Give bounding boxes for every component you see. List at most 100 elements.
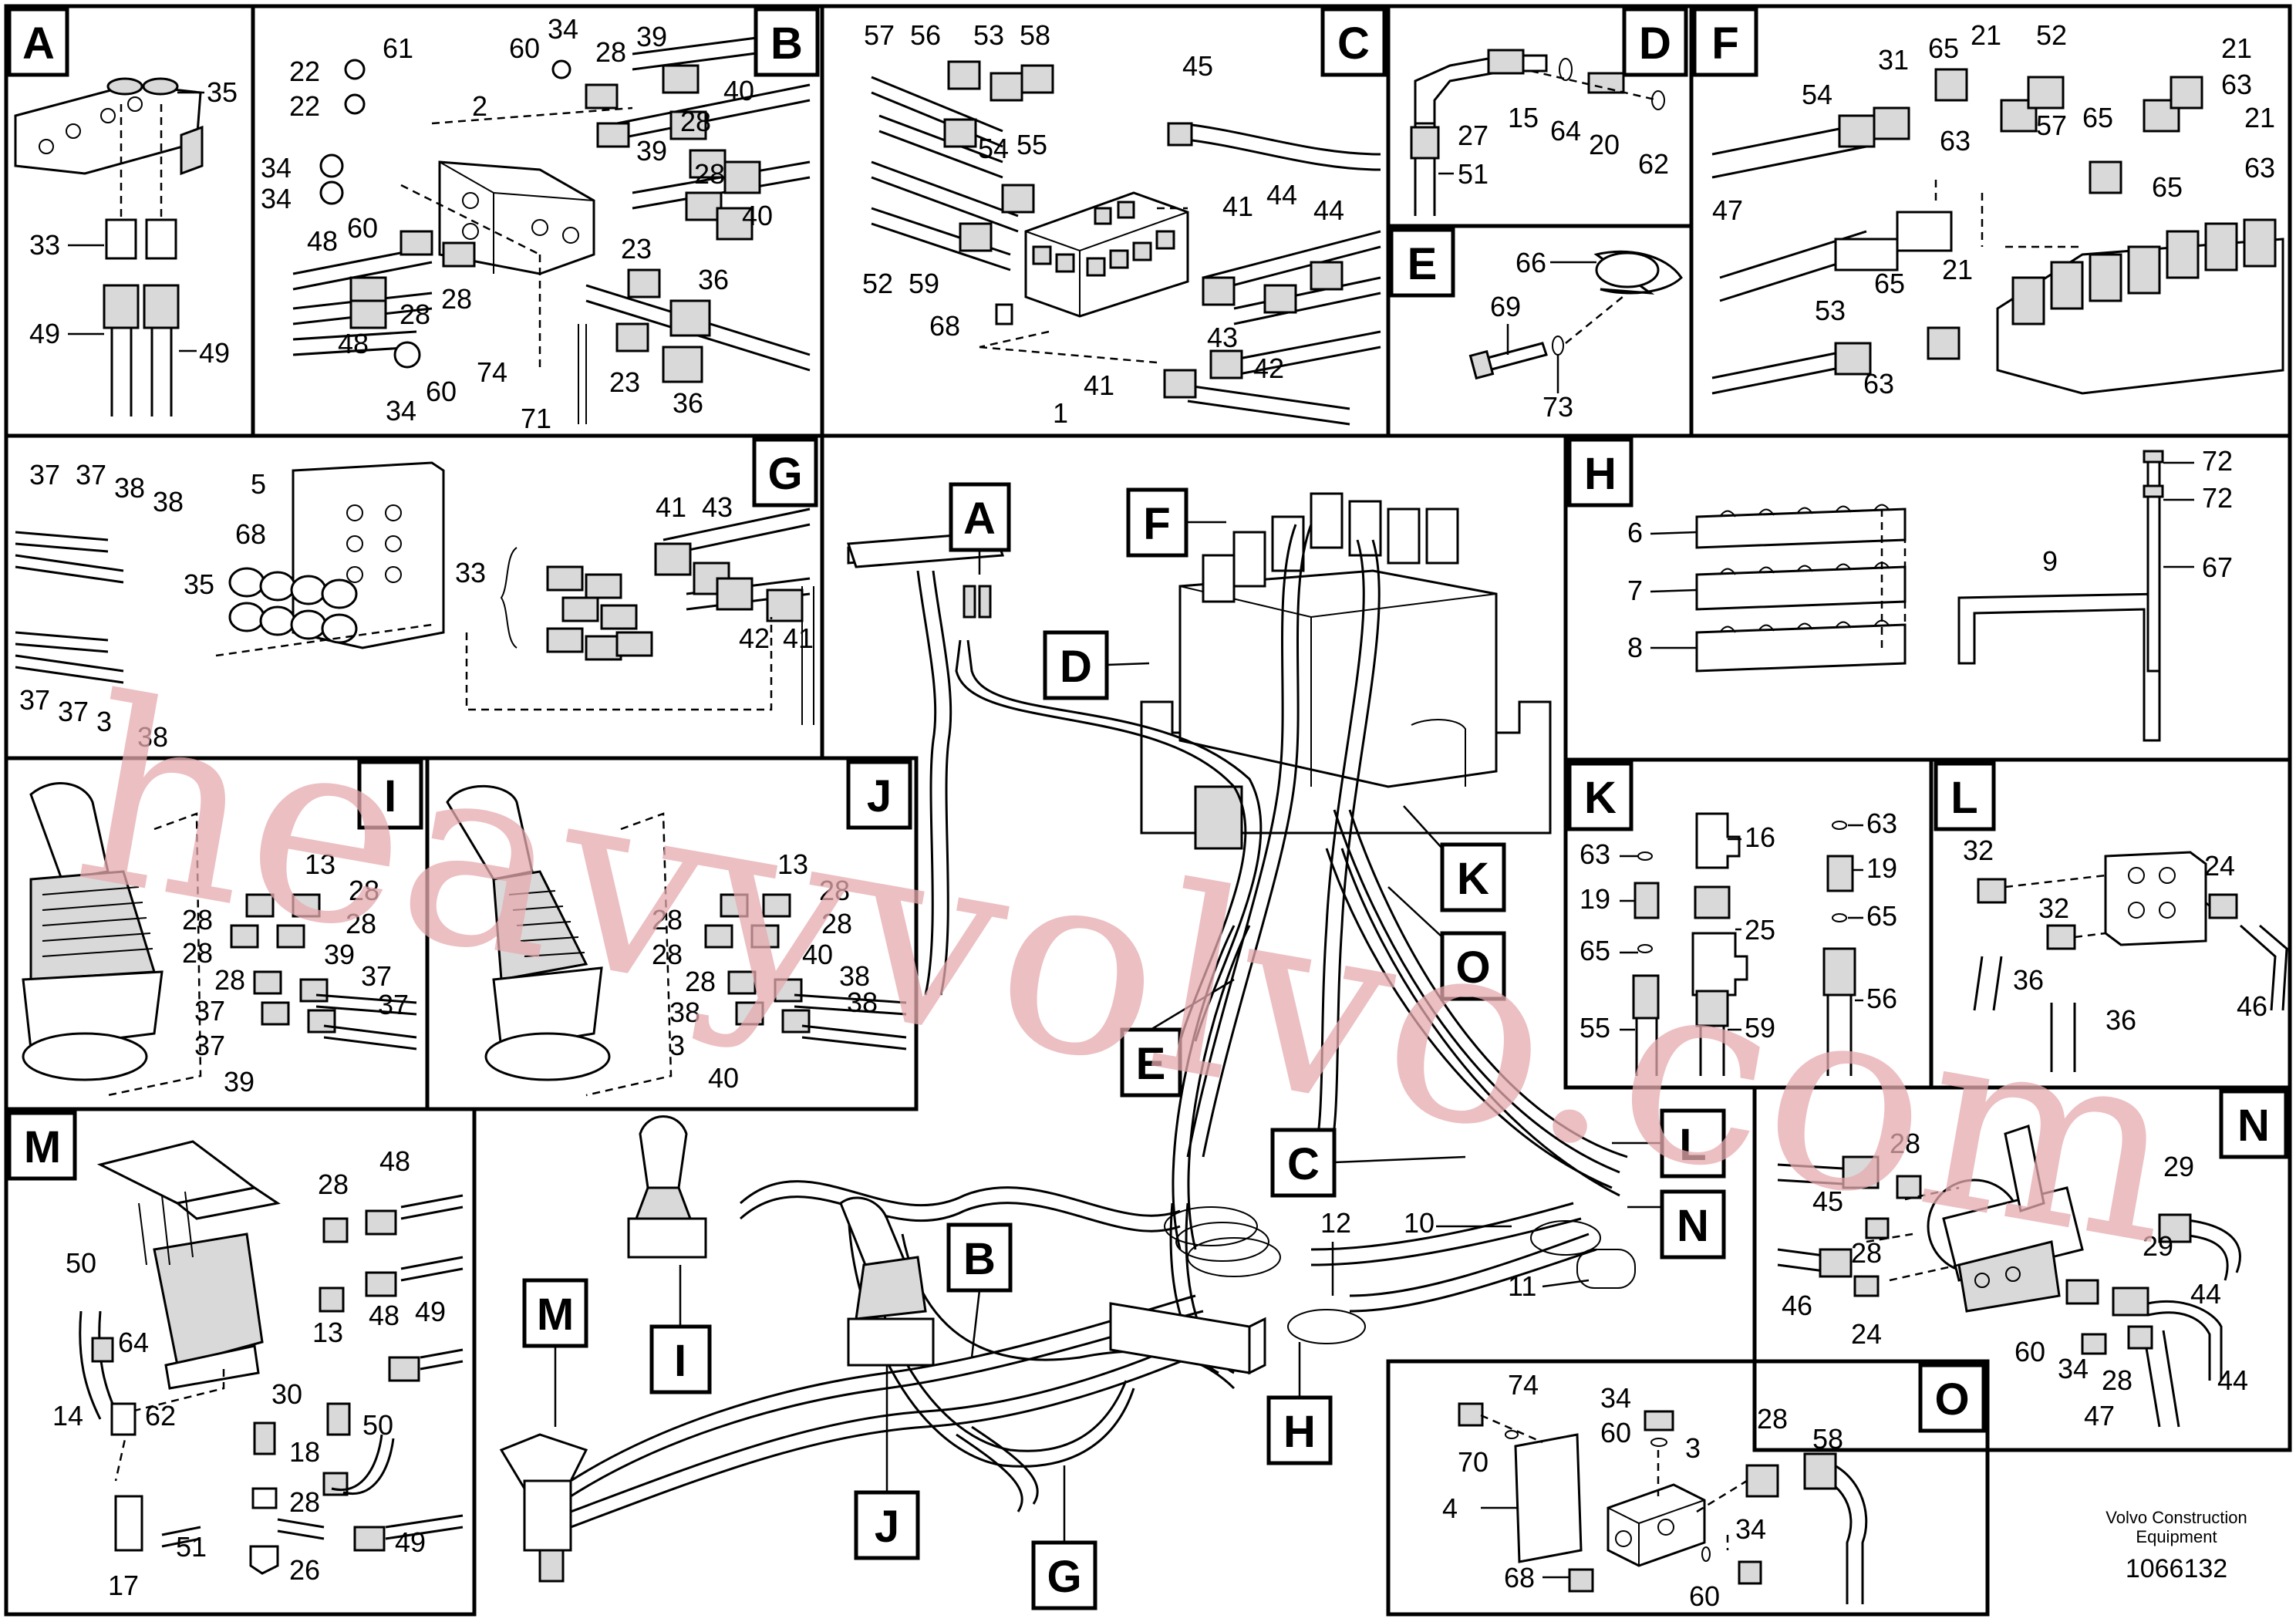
part-number: 21	[2221, 32, 2252, 64]
part-number: 38	[839, 960, 870, 992]
part-number: 32	[1963, 835, 1994, 866]
part-number: 28	[694, 158, 725, 190]
part-number: 56	[910, 19, 941, 51]
part-number: 49	[199, 337, 230, 369]
panel-k-letter-box	[1567, 761, 1633, 831]
panel-o-frame	[1386, 1359, 1990, 1617]
pedal-assembly	[499, 1433, 588, 1583]
part-number: 21	[1942, 254, 1973, 285]
callout-n	[1660, 1189, 1726, 1259]
callout-c	[1270, 1128, 1337, 1198]
u-bracket	[1957, 592, 2161, 742]
part-number: 35	[207, 76, 238, 108]
part-number: 72	[2202, 445, 2233, 477]
part-number: 45	[1812, 1185, 1843, 1217]
part-number: 24	[2204, 850, 2235, 882]
part-number: 20	[1589, 129, 1620, 160]
part-number: 37	[361, 960, 392, 992]
part-number: 13	[305, 848, 335, 880]
part-number: 48	[307, 225, 338, 257]
part-number: 28	[819, 875, 850, 906]
callout-n-letter: N	[1677, 1201, 1709, 1251]
left-joystick	[627, 1115, 707, 1259]
callout-g	[1031, 1540, 1097, 1610]
part-number: 38	[114, 472, 145, 504]
overview-callouts: A F D K O E C	[522, 482, 1726, 1610]
panel-c: C 57 56 53 58 45 54 55 52 59 68 1 41 44 …	[862, 7, 1387, 429]
part-number: 36	[673, 387, 703, 419]
part-number: 38	[153, 486, 184, 518]
panel-frames	[4, 4, 2292, 1617]
panel-k: K 63 16 63 19 19 25 65 65 55 59 56	[1567, 761, 1897, 1076]
part-number: 44	[2190, 1278, 2221, 1310]
mounting-bracket	[14, 83, 202, 175]
part-number: 47	[1712, 194, 1743, 226]
part-number: 35	[184, 568, 214, 600]
part-number: 44	[2217, 1364, 2248, 1396]
part-number: 37	[58, 696, 89, 727]
part-number: 39	[636, 21, 667, 52]
part-number: 63	[1863, 368, 1894, 400]
panel-o-labels: 74 34 60 28 58 70 3 4 34 68 60	[1442, 1369, 1843, 1612]
callout-b-letter: B	[963, 1234, 996, 1284]
part-number: 74	[477, 356, 507, 388]
panel-b-letter-box	[754, 7, 820, 77]
callout-d-letter: D	[1060, 642, 1092, 692]
fitting-cluster	[704, 893, 811, 1034]
part-number: 28	[595, 36, 626, 68]
panel-o-letter: O	[1934, 1374, 1969, 1425]
part-number: 59	[1745, 1012, 1775, 1044]
panel-n-letter: N	[2237, 1101, 2270, 1151]
panel-n-frame	[1752, 1085, 2292, 1452]
callout-e-letter: E	[1136, 1039, 1166, 1089]
valve-with-lever	[1927, 1125, 2084, 1313]
part-number: 23	[609, 366, 640, 398]
part-number: 54	[1802, 79, 1832, 110]
part-number: 60	[426, 376, 457, 407]
part-number: 28	[821, 908, 852, 939]
part-number: 28	[2102, 1364, 2132, 1396]
panel-h-labels: 72 72 6 7 8 9 67	[1627, 445, 2233, 663]
panel-i: I 13 28 28 28 28 28 39 37 37 37 37 39	[22, 760, 423, 1098]
panel-g-letter-box	[752, 437, 818, 508]
part-number: 28	[318, 1168, 349, 1200]
part-number: 54	[978, 133, 1009, 164]
part-number: 28	[289, 1486, 320, 1518]
part-number: 40	[723, 75, 754, 106]
part-number: 44	[1266, 179, 1297, 211]
part-number: 44	[1313, 194, 1344, 226]
part-number: 58	[1812, 1423, 1843, 1455]
part-number: 33	[29, 229, 60, 261]
part-number: 18	[289, 1436, 320, 1468]
callout-m	[522, 1278, 588, 1348]
part-number: 63	[1580, 838, 1610, 870]
part-number: 13	[312, 1317, 343, 1348]
panel-f: F 52 21 21 65 31 54 63 63 57 65 21 65 63…	[1692, 7, 2284, 400]
panel-e: E 66 69 73	[1389, 228, 1683, 423]
panel-i-labels: 13 28 28 28 28 28 39 37 37 37 37 39	[182, 848, 409, 1098]
part-number: 19	[1866, 852, 1897, 884]
part-number: 65	[1866, 900, 1897, 932]
clamp-top	[1695, 508, 1907, 549]
part-number: 28	[685, 966, 716, 997]
panel-g-letter: G	[767, 449, 802, 499]
company-name-line1: Volvo Construction	[2106, 1508, 2247, 1527]
part-number: 15	[1508, 102, 1539, 133]
part-number: 48	[369, 1300, 400, 1331]
part-number: 21	[2244, 102, 2275, 133]
part-number: 41	[1084, 369, 1114, 401]
panel-d-labels: 15 27 64 20 62 51	[1458, 102, 1669, 190]
panel-l-letter: L	[1950, 773, 1977, 823]
part-number: 23	[621, 233, 652, 265]
part-number: 16	[1745, 821, 1775, 853]
callout-h-letter: H	[1283, 1407, 1316, 1457]
part-number: 63	[1940, 125, 1971, 157]
panel-g: G 37 37 38 38 5 68 35 33 41 43 37 37 3 3…	[15, 437, 818, 753]
part-number: 28	[652, 904, 683, 936]
panel-c-letter-box	[1320, 7, 1387, 77]
valve-manifold	[1024, 191, 1189, 318]
part-number: 28	[349, 875, 379, 906]
part-number: 28	[1851, 1237, 1882, 1269]
clamp-bottom	[1695, 623, 1907, 673]
panel-i-letter: I	[384, 771, 396, 821]
